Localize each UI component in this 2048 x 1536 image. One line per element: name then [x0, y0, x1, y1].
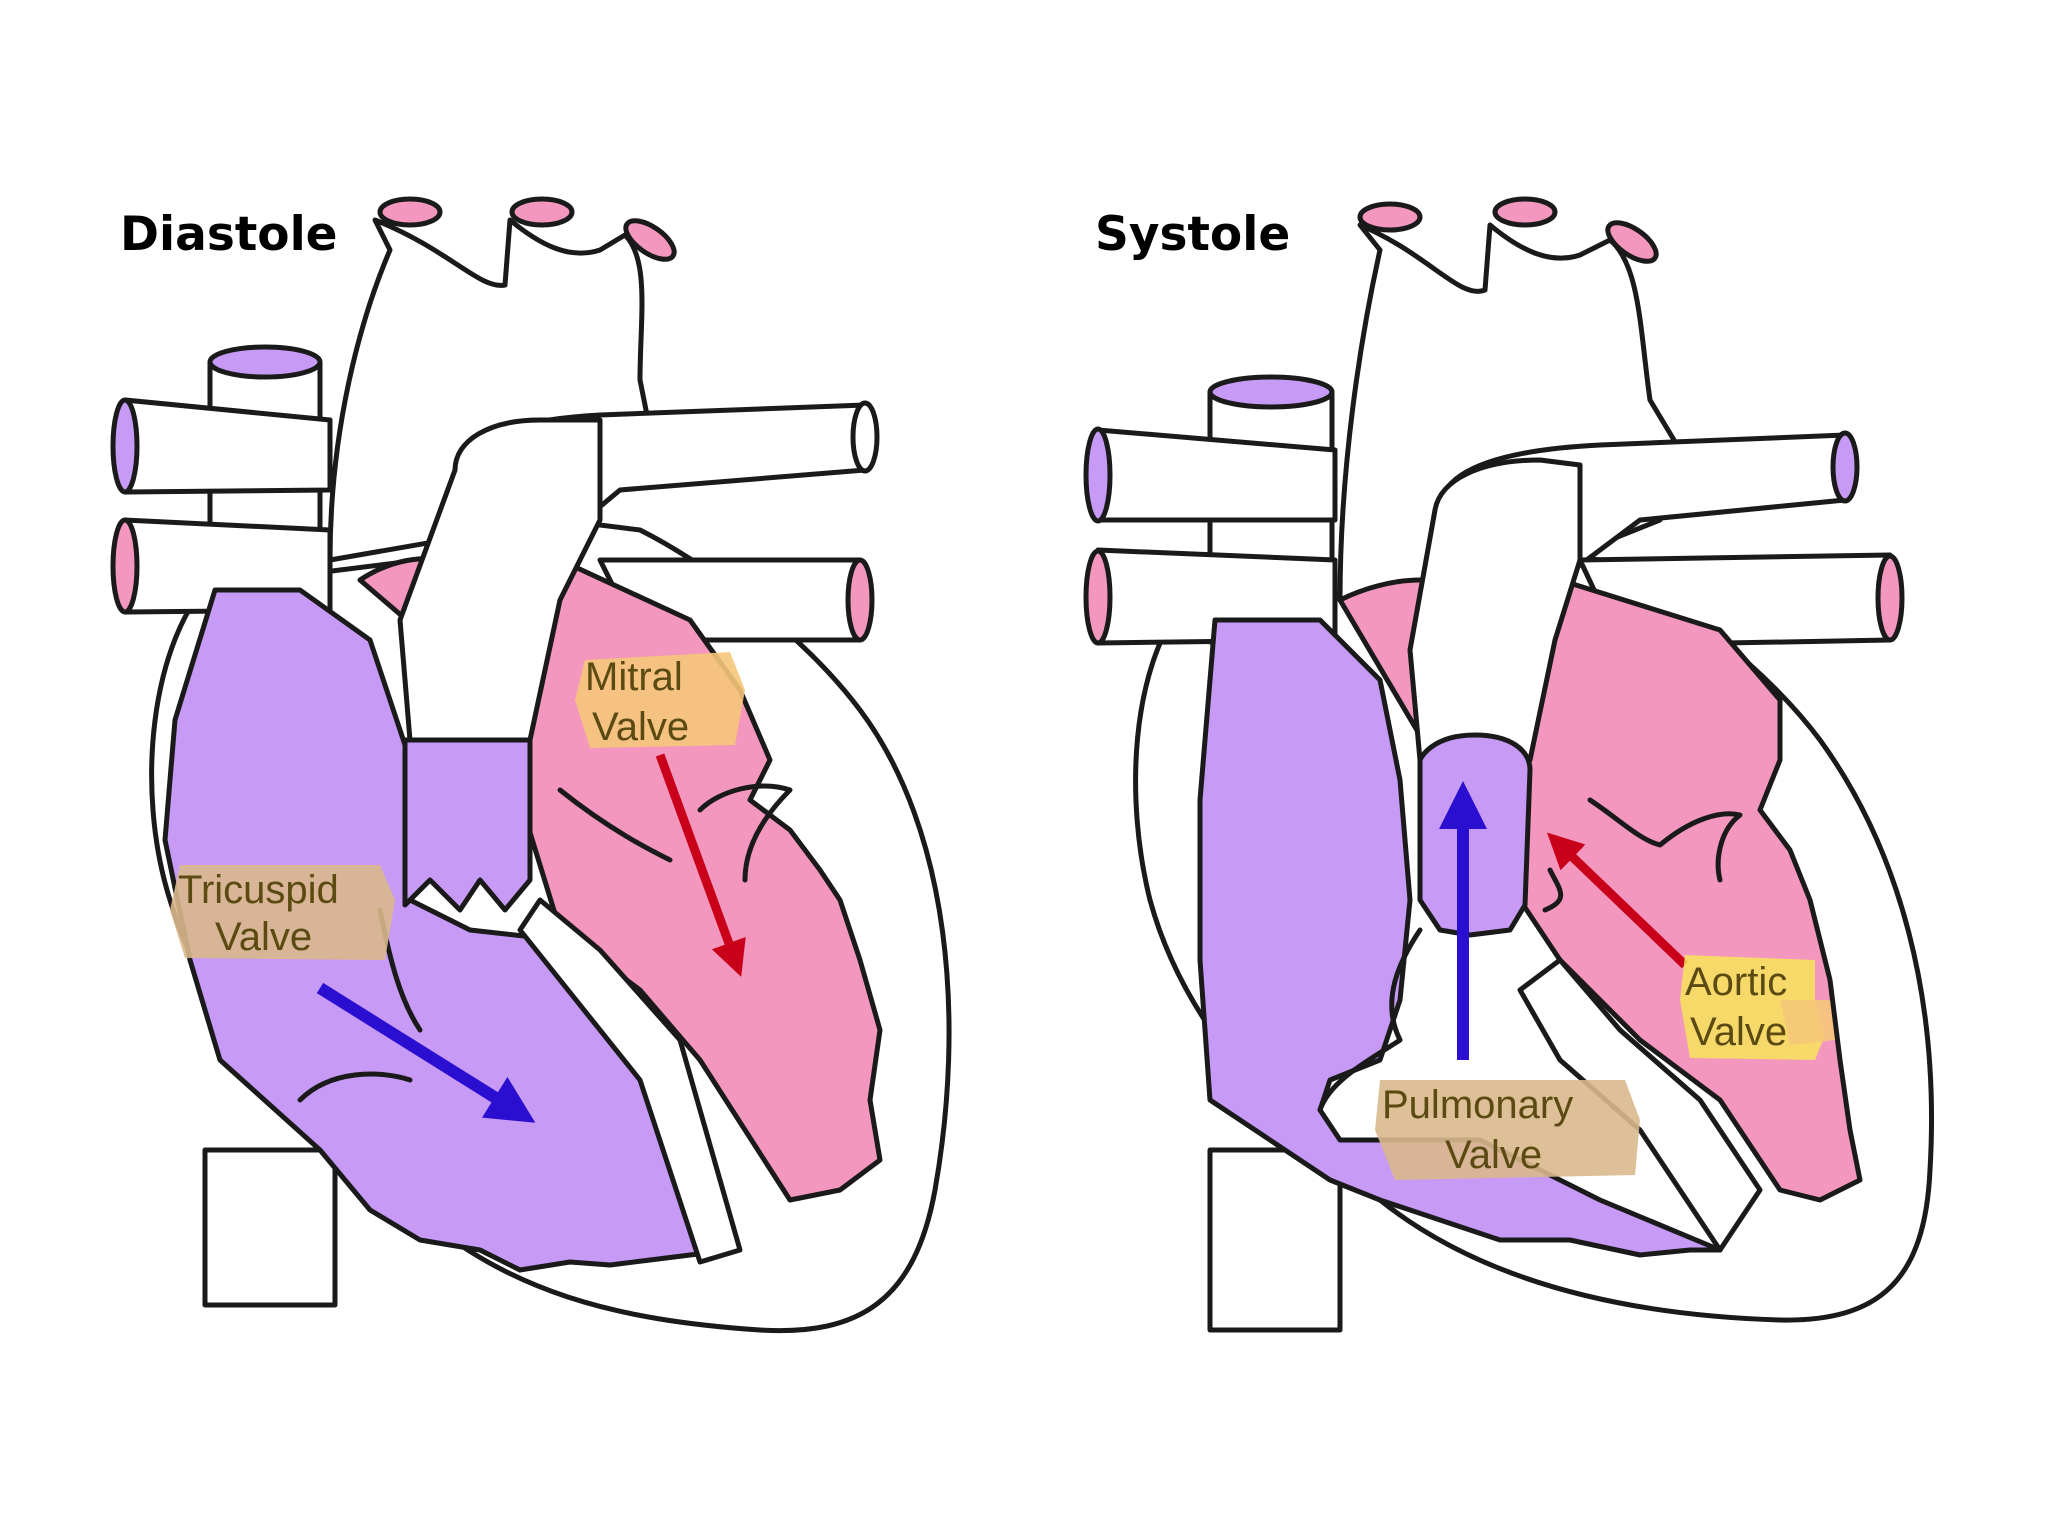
aortic-valve-label: Aortic Valve	[1680, 955, 1835, 1060]
inferior-vena-cava	[205, 1150, 335, 1305]
valve-leaflets	[405, 740, 530, 910]
panel-title: Systole	[1095, 207, 1290, 262]
tricuspid-valve-label: Tricuspid Valve	[170, 865, 395, 960]
pulmonary-valve-label: Pulmonary Valve	[1375, 1080, 1640, 1180]
label-line1: Mitral	[585, 655, 683, 699]
label-line1: Pulmonary	[1382, 1083, 1573, 1127]
label-line2: Valve	[1690, 1010, 1787, 1054]
inferior-vena-cava	[1210, 1150, 1340, 1330]
diastole-panel: Diastole	[113, 199, 949, 1331]
label-line1: Aortic	[1685, 960, 1787, 1004]
valve-channel	[1420, 735, 1530, 935]
label-line1: Tricuspid	[178, 868, 339, 912]
label-line2: Valve	[215, 915, 312, 959]
label-line2: Valve	[592, 705, 689, 749]
panel-title: Diastole	[120, 207, 338, 262]
label-line2: Valve	[1445, 1133, 1542, 1177]
mitral-valve-label: Mitral Valve	[575, 652, 745, 749]
systole-panel: Systole	[1086, 199, 1932, 1330]
